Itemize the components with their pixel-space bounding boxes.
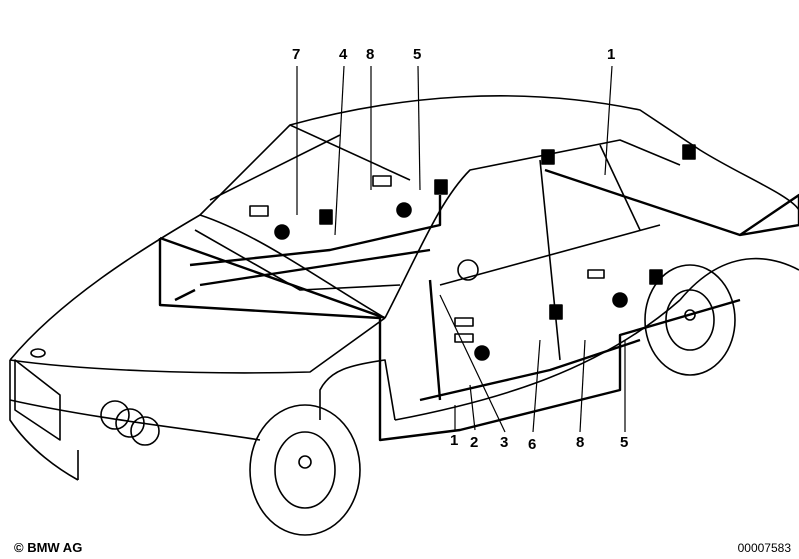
wiring-harness [158,168,799,442]
callout-label: 5 [620,434,629,451]
callout-label: 3 [500,434,509,451]
callout-label: 1 [607,46,616,63]
callout-label: 7 [292,46,301,63]
callout-label: 6 [528,436,537,453]
callout-label: 8 [366,46,375,63]
leader-lines [296,65,626,433]
diagram-id: 00007583 [737,541,791,555]
callout-label: 1 [450,432,459,449]
callout-label: 2 [470,434,479,451]
wheels [249,259,736,536]
headlights [14,348,160,446]
callout-label: 4 [339,46,348,63]
copyright-label: © BMW AG [14,540,83,555]
callout-label: 5 [413,46,422,63]
callout-label: 8 [576,434,585,451]
car-body-outline [9,95,799,481]
connectors [249,144,696,361]
